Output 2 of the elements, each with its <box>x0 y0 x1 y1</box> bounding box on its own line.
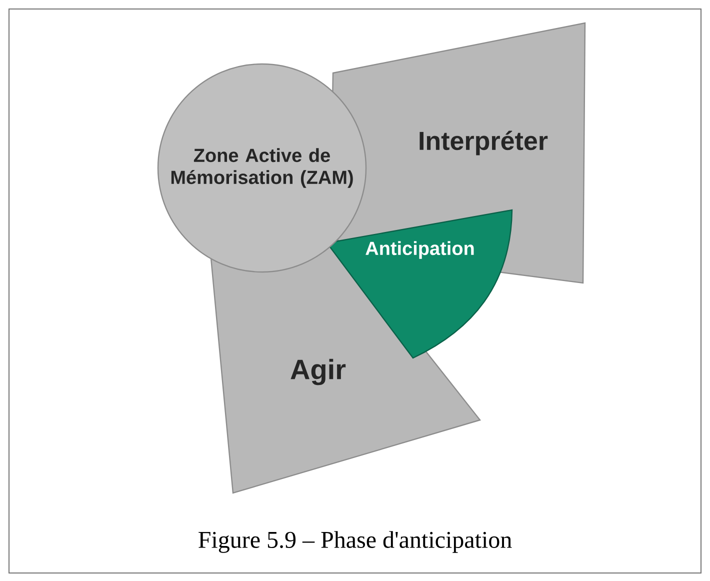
figure-caption: Figure 5.9 – Phase d'anticipation <box>198 531 512 553</box>
anticipation-sector: Anticipation <box>326 209 513 359</box>
